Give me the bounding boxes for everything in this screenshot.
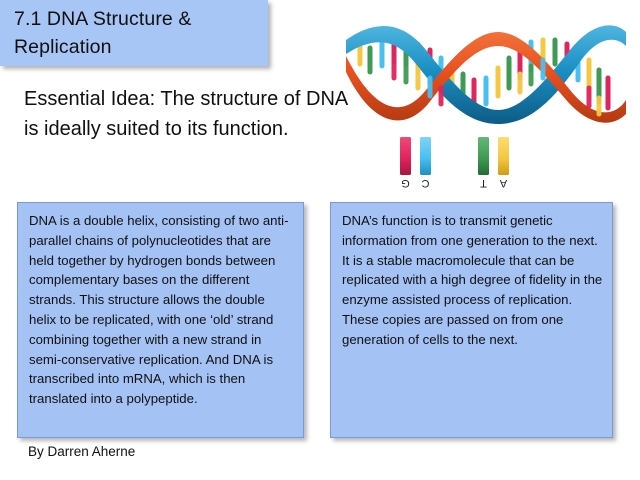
legend-base-g-icon: [400, 137, 411, 175]
legend-label-c: C: [421, 177, 430, 189]
essential-idea-text: Essential Idea: The structure of DNA is …: [24, 88, 348, 140]
legend-label-a: A: [499, 177, 508, 189]
dna-double-helix-icon: [346, 25, 626, 124]
legend-label-t: T: [480, 177, 487, 189]
legend-pair-gc: G C: [398, 137, 444, 195]
dna-function-text-box: DNA’s function is to transmit genetic in…: [330, 202, 613, 438]
legend-label-g: G: [401, 177, 410, 189]
page-title: 7.1 DNA Structure & Replication: [14, 8, 192, 58]
dna-function-paragraph: DNA’s function is to transmit genetic in…: [342, 213, 603, 347]
dna-structure-text-box: DNA is a double helix, consisting of two…: [17, 202, 304, 438]
dna-figure: G C T A: [336, 6, 634, 196]
dna-structure-paragraph: DNA is a double helix, consisting of two…: [29, 213, 289, 407]
slide-title-banner: 7.1 DNA Structure & Replication: [0, 0, 268, 66]
legend-base-c-icon: [420, 137, 431, 175]
base-pair-legend: G C T A: [398, 137, 578, 195]
legend-base-t-icon: [478, 137, 489, 175]
author-byline: By Darren Aherne: [28, 444, 136, 459]
legend-base-a-icon: [498, 137, 509, 175]
legend-pair-ta: T A: [476, 137, 522, 195]
